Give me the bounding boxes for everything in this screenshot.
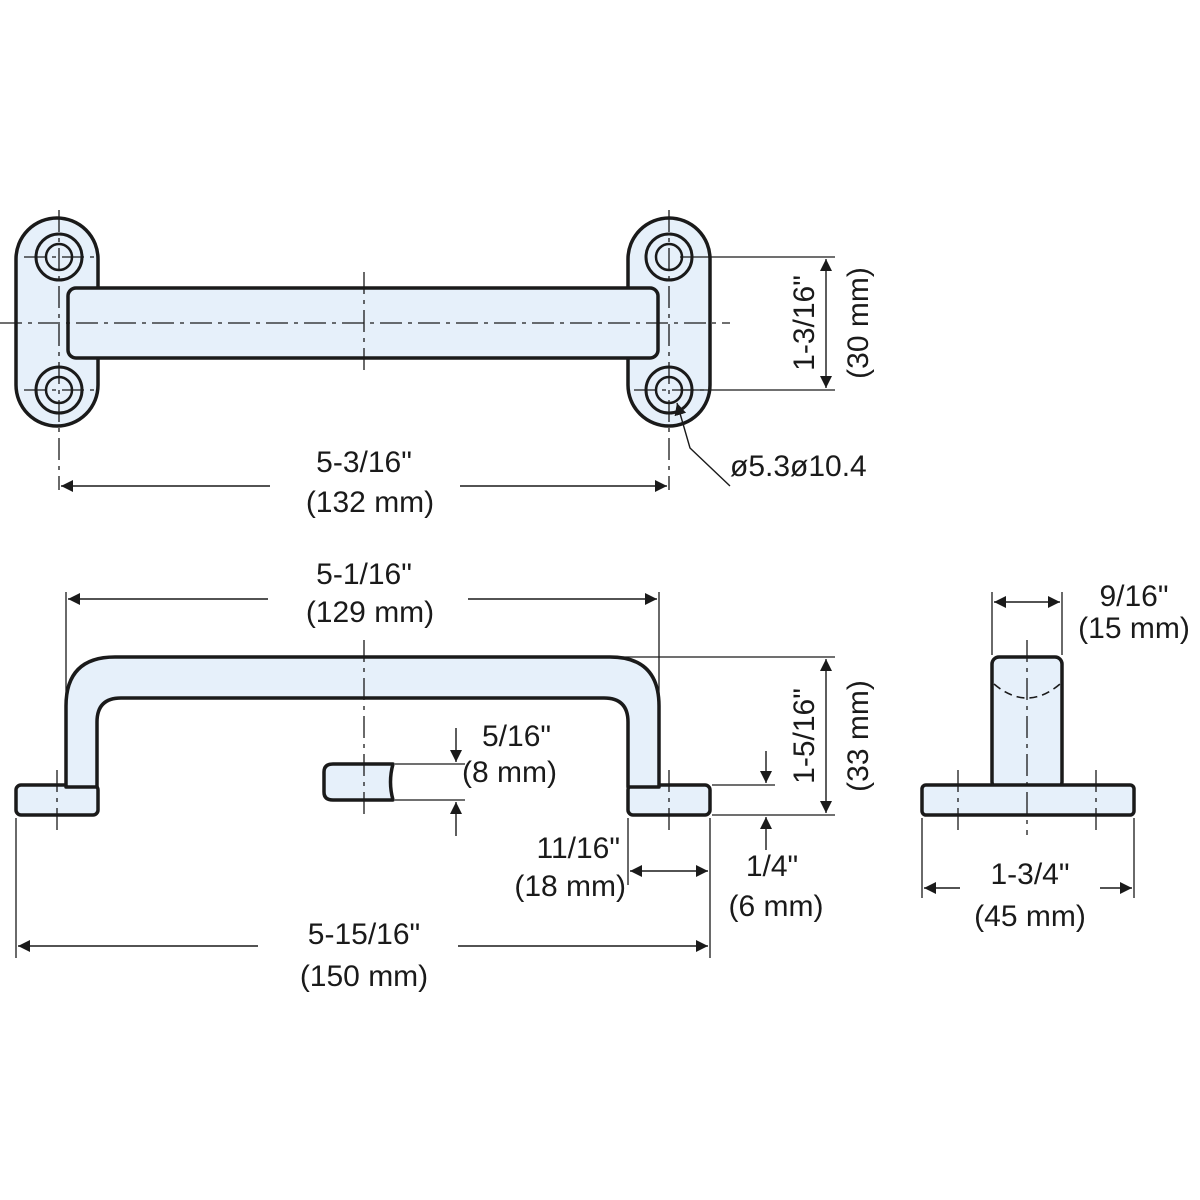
overall-length-inch: 5-15/16" <box>308 918 420 951</box>
top-view: 1-3/16" (30 mm) 5-3/16" (132 mm) ø5.3ø10… <box>0 210 875 519</box>
base-width-inch: 1-3/4" <box>990 858 1069 891</box>
hole-diameters-label: ø5.3ø10.4 <box>730 450 867 483</box>
foot-length-mm: (18 mm) <box>514 870 626 903</box>
handle-height-mm: (33 mm) <box>842 680 875 792</box>
base-thickness-mm: (6 mm) <box>729 890 824 923</box>
foot-length-inch: 11/16" <box>537 832 621 865</box>
handle-arch <box>64 655 661 789</box>
hole-pitch-width-inch: 5-3/16" <box>316 446 412 479</box>
grip-thickness-inch: 5/16" <box>482 720 551 753</box>
side-base-plate <box>920 783 1136 817</box>
hole-pitch-height-mm: (30 mm) <box>842 267 875 379</box>
front-view: 5-1/16" (129 mm) 1-5/16" (33 mm) 5/16" (… <box>14 558 875 993</box>
base-thickness-inch: 1/4" <box>746 850 798 883</box>
side-view: 9/16" (15 mm) 1-3/4" (45 mm) <box>920 580 1190 933</box>
handle-span-mm: (129 mm) <box>306 596 434 629</box>
hole-pitch-height-inch: 1-3/16" <box>788 275 821 371</box>
hole-pitch-width-mm: (132 mm) <box>306 486 434 519</box>
handle-height-inch: 1-5/16" <box>788 688 821 784</box>
grip-cross-section <box>322 762 395 802</box>
overall-length-mm: (150 mm) <box>300 960 428 993</box>
grip-thickness-mm: (8 mm) <box>462 756 557 789</box>
hidden-line <box>993 683 1061 699</box>
leader-line <box>674 402 731 487</box>
handle-span-inch: 5-1/16" <box>316 558 412 591</box>
base-width-mm: (45 mm) <box>974 900 1086 933</box>
grip-width-mm: (15 mm) <box>1078 612 1190 645</box>
grip-width-inch: 9/16" <box>1099 580 1168 613</box>
